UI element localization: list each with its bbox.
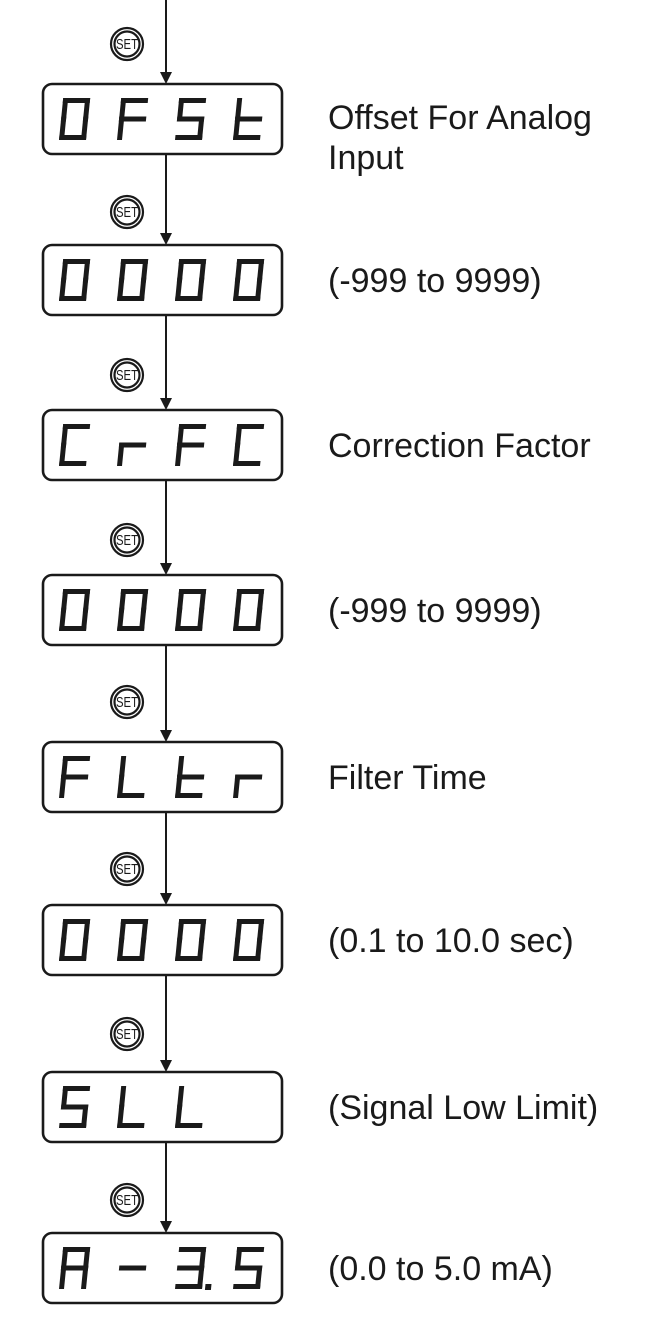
set-button-icon: SET	[109, 194, 145, 230]
step-label: Correction Factor	[328, 427, 591, 465]
seven-segment-digit	[58, 919, 91, 961]
set-button-label: SET	[116, 532, 138, 549]
lcd-display	[41, 903, 284, 977]
flow-arrowhead	[160, 563, 172, 575]
set-button-icon: SET	[109, 1182, 145, 1218]
set-button-icon: SET	[109, 851, 145, 887]
seven-segment-digit	[118, 1265, 147, 1271]
seven-segment-digit	[232, 98, 263, 140]
seven-segment-digit	[232, 424, 265, 466]
seven-segment-digit	[174, 259, 207, 301]
set-button-label: SET	[116, 204, 138, 221]
lcd-display	[41, 243, 284, 317]
seven-segment-digit	[232, 1247, 265, 1289]
seven-segment-digit	[58, 1247, 91, 1289]
flow-arrowhead	[160, 1060, 172, 1072]
flow-arrowhead	[160, 398, 172, 410]
seven-segment-digit	[58, 589, 91, 631]
set-button-label: SET	[116, 861, 138, 878]
set-button-label: SET	[116, 367, 138, 384]
step-label: (-999 to 9999)	[328, 262, 542, 300]
set-button-icon: SET	[109, 357, 145, 393]
seven-segment-digit	[174, 589, 207, 631]
seven-segment-digit	[116, 98, 149, 140]
step-label: Input	[328, 139, 404, 177]
seven-segment-digit	[174, 98, 207, 140]
seven-segment-digit	[232, 259, 265, 301]
flow-arrowhead	[160, 893, 172, 905]
set-button-label: SET	[116, 1026, 138, 1043]
step-label: Offset For Analog	[328, 99, 592, 137]
set-button-label: SET	[116, 36, 138, 53]
seven-segment-digit	[58, 1086, 91, 1128]
set-button-label: SET	[116, 694, 138, 711]
seven-segment-digit	[58, 756, 91, 798]
seven-segment-digit	[174, 756, 205, 798]
flow-arrowhead	[160, 1221, 172, 1233]
seven-segment-digit	[58, 259, 91, 301]
step-label: (-999 to 9999)	[328, 592, 542, 630]
seven-segment-digit	[116, 756, 145, 798]
lcd-display	[41, 82, 284, 156]
seven-segment-digit	[116, 442, 147, 466]
seven-segment-digit	[174, 919, 207, 961]
set-button-icon: SET	[109, 1016, 145, 1052]
seven-segment-digit	[232, 589, 265, 631]
seven-segment-digit	[116, 259, 149, 301]
seven-segment-digit	[174, 1086, 203, 1128]
set-button-label: SET	[116, 1192, 138, 1209]
set-button-icon: SET	[109, 684, 145, 720]
flow-arrowhead	[160, 72, 172, 84]
lcd-display	[41, 740, 284, 814]
set-button-icon: SET	[109, 522, 145, 558]
lcd-display	[41, 1070, 284, 1144]
seven-segment-digit	[58, 424, 91, 466]
lcd-display	[41, 573, 284, 647]
set-button-icon: SET	[109, 26, 145, 62]
flow-arrowhead	[160, 730, 172, 742]
seven-segment-digit	[116, 919, 149, 961]
step-label: (0.0 to 5.0 mA)	[328, 1250, 553, 1288]
flow-arrowhead	[160, 233, 172, 245]
seven-segment-digit	[116, 589, 149, 631]
seven-segment-digit	[174, 1247, 212, 1290]
seven-segment-digit	[174, 424, 207, 466]
lcd-display	[41, 1231, 284, 1305]
step-label: (Signal Low Limit)	[328, 1089, 598, 1127]
seven-segment-digit	[232, 919, 265, 961]
seven-segment-digit	[232, 774, 263, 798]
lcd-display	[41, 408, 284, 482]
seven-segment-digit	[58, 98, 91, 140]
seven-segment-digit	[116, 1086, 145, 1128]
step-label: (0.1 to 10.0 sec)	[328, 922, 574, 960]
step-label: Filter Time	[328, 759, 487, 797]
decimal-point	[204, 1284, 212, 1290]
